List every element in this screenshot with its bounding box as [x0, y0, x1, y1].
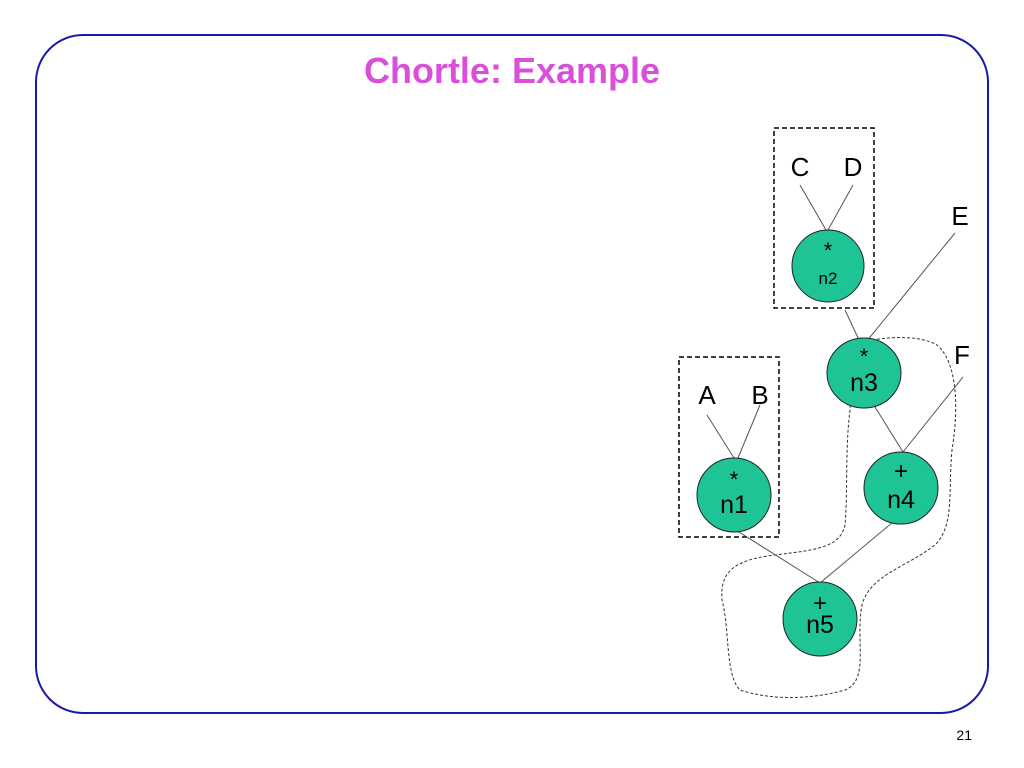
edge-n3-n4 — [874, 406, 904, 453]
edge-a-n1 — [706, 414, 735, 459]
input-label-e: E — [951, 201, 968, 231]
node-n4-op: + — [894, 458, 908, 485]
node-n5-label: n5 — [806, 611, 834, 639]
page-number: 21 — [956, 727, 972, 743]
node-n1-circle — [696, 457, 772, 533]
node-n2-op: * — [824, 238, 833, 263]
cover-boundary — [721, 337, 957, 698]
input-label-a: A — [698, 380, 716, 410]
edges — [706, 184, 964, 584]
group-box-n1 — [678, 356, 780, 538]
node-n3-label: n3 — [850, 369, 878, 397]
edge-e-n3 — [865, 232, 956, 343]
node-n3-op: * — [860, 344, 869, 369]
node-n3: * n3 — [826, 337, 902, 409]
slide-title: Chortle: Example — [363, 50, 661, 91]
node-n5-circle — [782, 581, 858, 657]
node-n4: + n4 — [863, 451, 939, 525]
node-n2-label: n2 — [819, 269, 838, 288]
node-n2: * n2 — [791, 229, 865, 303]
edge-f-n4 — [902, 376, 964, 453]
edge-b-n1 — [737, 404, 761, 459]
edge-n4-n5 — [819, 521, 894, 584]
input-label-b: B — [751, 380, 768, 410]
edge-d-n2 — [827, 184, 854, 231]
edge-n2-n3 — [844, 309, 861, 343]
node-n4-circle — [863, 451, 939, 525]
input-label-c: C — [791, 152, 810, 182]
node-n1-label: n1 — [720, 491, 748, 519]
edge-n1-n5 — [738, 531, 821, 584]
node-n5: + n5 — [782, 581, 858, 657]
node-n5-op: + — [813, 590, 827, 617]
input-label-d: D — [844, 152, 863, 182]
slide-frame — [35, 34, 989, 714]
input-label-f: F — [954, 340, 970, 370]
group-box-n2 — [773, 127, 875, 309]
node-n3-circle — [826, 337, 902, 409]
node-n1-op: * — [730, 467, 739, 492]
node-n4-label: n4 — [887, 486, 915, 514]
node-n2-circle — [791, 229, 865, 303]
node-n1: * n1 — [696, 457, 772, 533]
edge-c-n2 — [799, 184, 827, 231]
